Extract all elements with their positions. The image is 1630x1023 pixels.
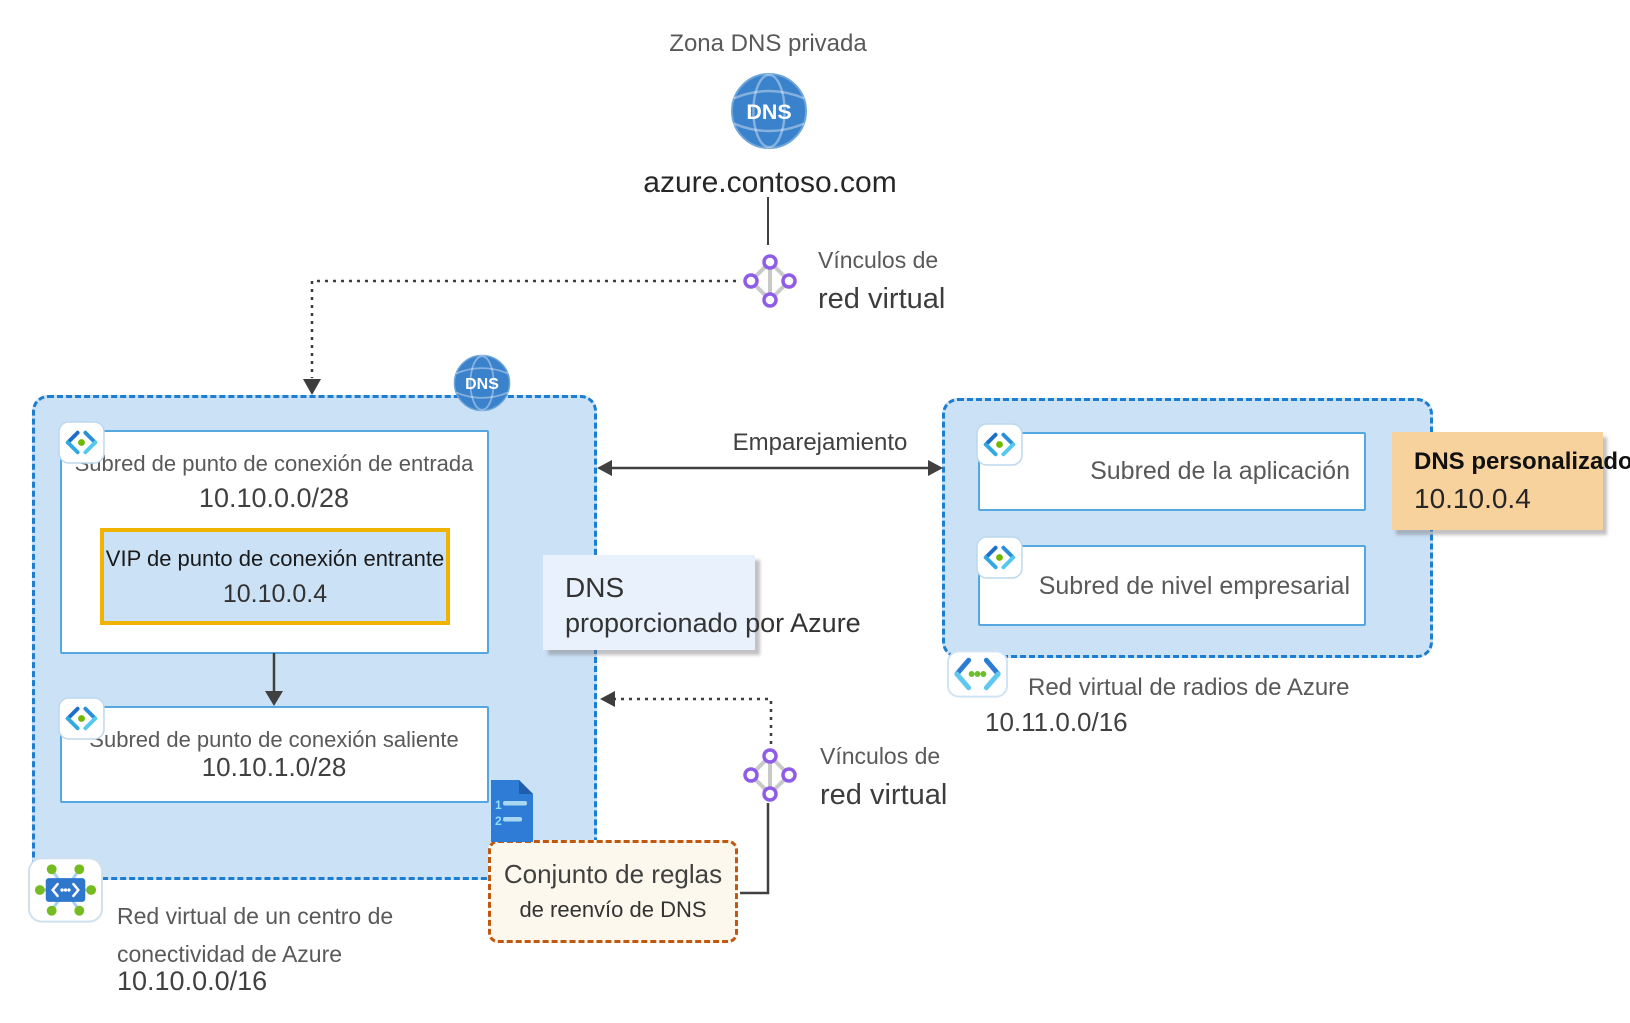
outbound-subnet-label: Subred de punto de conexión saliente [89, 727, 459, 752]
ruleset-document-icon: 1 2 [488, 779, 536, 843]
azure-dns-note-line2: proporcionado por Azure [565, 608, 861, 638]
dns-globe-label: DNS [746, 100, 791, 124]
private-dns-zone-title: Zona DNS privada [669, 30, 867, 57]
outbound-subnet-box [60, 706, 489, 803]
vnet-links-top-label-1: Vínculos de [818, 247, 939, 273]
azure-dns-note-line1: DNS [565, 572, 625, 603]
outbound-subnet-cidr: 10.10.1.0/28 [201, 752, 347, 782]
hub-caption-cidr: 10.10.0.0/16 [117, 966, 268, 996]
custom-dns-box [1392, 432, 1603, 530]
spoke-caption-label: Red virtual de radios de Azure [1028, 674, 1350, 701]
business-subnet-box [978, 545, 1366, 626]
ruleset-label-line2: de reenvío de DNS [519, 897, 707, 922]
subnet-icon-outbound [58, 697, 105, 740]
app-subnet-box [978, 432, 1366, 511]
vnet-links-bottom-label-1: Vínculos de [820, 743, 941, 769]
inbound-vip-box [100, 528, 450, 625]
hub-caption-line2: conectividad de Azure [117, 941, 343, 967]
dns-forwarding-ruleset-box: Conjunto de reglas de reenvío de DNS [488, 840, 738, 943]
inbound-subnet-label: Subred de punto de conexión de entrada [74, 451, 474, 476]
ruleset-label-line1: Conjunto de reglas [503, 859, 723, 889]
custom-dns-label: DNS personalizado: [1414, 448, 1630, 475]
inbound-subnet-cidr: 10.10.0.0/28 [198, 483, 350, 513]
custom-dns-ip: 10.10.0.4 [1414, 483, 1531, 514]
inbound-vip-label: VIP de punto de conexión entrante [105, 546, 445, 571]
svg-text:2: 2 [495, 814, 502, 828]
vnet-links-bottom-label-2: red virtual [820, 779, 948, 811]
hub-vnet-icon [28, 857, 103, 923]
app-subnet-label: Subred de la aplicación [1090, 457, 1350, 485]
azure-dns-note [543, 555, 755, 650]
subnet-icon-app [976, 423, 1023, 466]
hub-dns-globe-icon: DNS [453, 354, 511, 412]
dns-globe-icon: DNS [730, 72, 808, 150]
subnet-icon-business [976, 536, 1023, 579]
subnet-icon-inbound [58, 421, 105, 464]
svg-text:1: 1 [495, 798, 502, 812]
dns-zone-domain: azure.contoso.com [643, 166, 897, 199]
hub-caption-line1: Red virtual de un centro de [117, 903, 394, 929]
spoke-vnet-icon [947, 650, 1008, 698]
vnet-links-top-label-2: red virtual [818, 283, 946, 315]
business-subnet-label: Subred de nivel empresarial [1038, 572, 1350, 600]
peering-label: Emparejamiento [732, 429, 908, 456]
vnet-links-icon-bottom [742, 747, 798, 803]
hub-dns-globe-label: DNS [465, 376, 499, 393]
vnet-links-icon-top [742, 253, 798, 309]
inbound-vip-ip: 10.10.0.4 [222, 580, 328, 608]
spoke-caption-cidr: 10.11.0.0/16 [985, 707, 1128, 737]
